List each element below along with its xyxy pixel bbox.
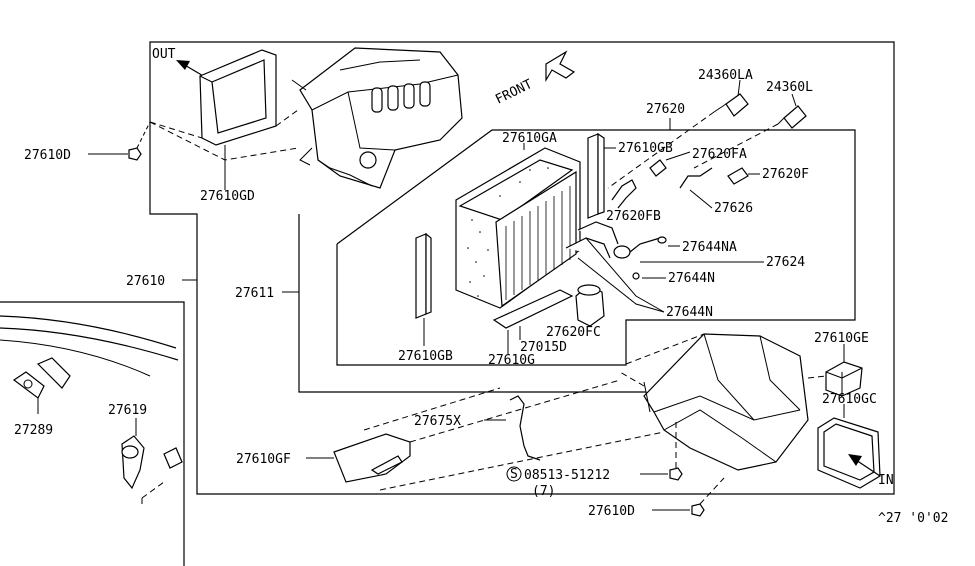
main-assembly-frame xyxy=(149,41,895,495)
label-27610GB-top: 27610GB xyxy=(618,141,673,156)
label-27644NA: 27644NA xyxy=(682,240,737,255)
seal-strip-27610gb-bottom xyxy=(415,232,432,319)
label-27620F: 27620F xyxy=(762,167,809,182)
screw-s-symbol: S xyxy=(510,467,518,482)
out-arrow-icon xyxy=(176,60,206,78)
fitting-27620fa xyxy=(649,151,691,177)
label-24360LA: 24360LA xyxy=(698,68,753,83)
label-27610GD: 27610GD xyxy=(200,189,255,204)
label-27610GC: 27610GC xyxy=(822,392,877,407)
label-27626: 27626 xyxy=(714,201,753,216)
oring-27644na xyxy=(657,236,680,247)
receiver-27620fc xyxy=(575,284,605,327)
assembly-27611-frame xyxy=(282,214,646,393)
pipe-27626 xyxy=(679,167,713,209)
evaporator-core xyxy=(455,147,581,309)
label-27624: 27624 xyxy=(766,255,805,270)
oring-27644n-a xyxy=(632,272,666,280)
label-27289: 27289 xyxy=(14,423,53,438)
label-27610GE: 27610GE xyxy=(814,331,869,346)
label-27610GA: 27610GA xyxy=(502,131,557,146)
expansion-valve-27624 xyxy=(565,221,764,263)
label-27610D-bot: 27610D xyxy=(588,504,635,519)
label-27620: 27620 xyxy=(646,102,685,117)
label-27610GB-bot: 27610GB xyxy=(398,349,453,364)
label-27610GF: 27610GF xyxy=(236,452,291,467)
label-screw-qty: (7) xyxy=(532,484,555,499)
outlet-frame-27610gd xyxy=(199,49,277,146)
sensor-24360l xyxy=(777,93,807,129)
label-27644N-a: 27644N xyxy=(668,271,715,286)
label-27610: 27610 xyxy=(126,274,165,289)
label-27015D: 27015D xyxy=(520,340,567,355)
screw-08513-51212 xyxy=(506,420,683,482)
in-label: IN xyxy=(878,473,894,488)
label-24360L: 24360L xyxy=(766,80,813,95)
upper-case-housing xyxy=(291,47,463,189)
inlet-frame-27610gc xyxy=(817,404,881,489)
evaporator-sub-frame xyxy=(336,129,856,366)
label-27675X: 27675X xyxy=(414,414,461,429)
label-27610G: 27610G xyxy=(488,353,535,368)
out-label: OUT xyxy=(152,47,176,62)
screw-27610d-bottom xyxy=(652,477,725,517)
left-panel-frame xyxy=(0,301,185,566)
front-arrow-icon xyxy=(545,50,576,83)
label-27620FC: 27620FC xyxy=(546,325,601,340)
lower-case-housing xyxy=(643,333,809,471)
label-27620FA: 27620FA xyxy=(692,147,747,162)
label-27611: 27611 xyxy=(235,286,274,301)
in-arrow-icon xyxy=(848,454,881,477)
block-27610ge xyxy=(825,344,863,397)
label-27619: 27619 xyxy=(108,403,147,418)
pipe-27620fb xyxy=(611,179,637,209)
diagram-code: ^27 '0'02 xyxy=(878,511,948,526)
pad-27015d xyxy=(492,289,574,329)
label-08513-51212: 08513-51212 xyxy=(524,468,610,483)
label-27644N-b: 27644N xyxy=(666,305,713,320)
bracket-27610gf xyxy=(306,433,411,483)
front-label: FRONT xyxy=(493,77,535,108)
screw-27610d-top xyxy=(88,121,151,161)
seal-strip-27610gb-top xyxy=(587,132,605,219)
fitting-27619 xyxy=(121,418,183,504)
label-27610D-top: 27610D xyxy=(24,148,71,163)
label-27620FB: 27620FB xyxy=(606,209,661,224)
sensor-24360la xyxy=(713,79,749,117)
harness-27675x xyxy=(484,395,541,461)
cap-27620f xyxy=(727,167,760,185)
grommet-27289 xyxy=(12,357,71,414)
